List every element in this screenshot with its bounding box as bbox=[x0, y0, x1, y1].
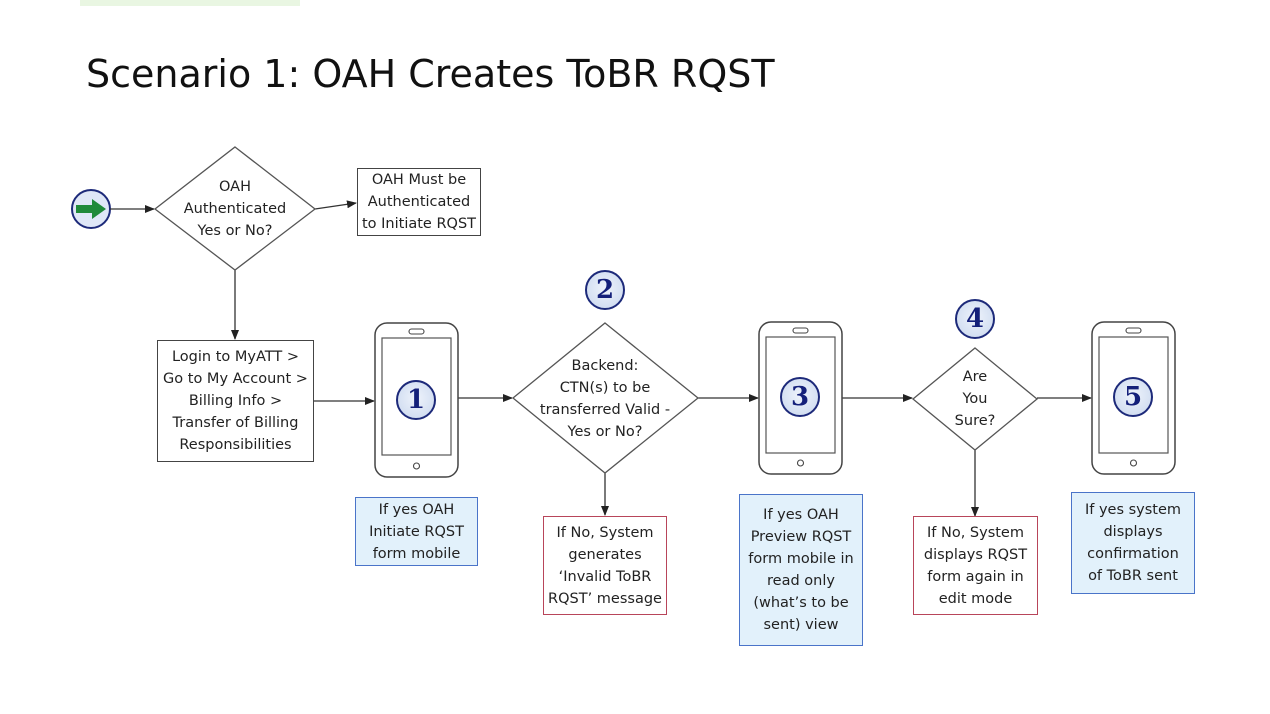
slide-title: Scenario 1: OAH Creates ToBR RQST bbox=[86, 52, 775, 96]
decision-backend-shape bbox=[511, 322, 700, 474]
phone-icon-3 bbox=[758, 321, 843, 475]
step-badge-3: 3 bbox=[780, 377, 820, 417]
yes-preview-box: If yes OAH Preview RQST form mobile in r… bbox=[739, 494, 863, 646]
start-arrow-icon bbox=[76, 199, 106, 219]
header-strip bbox=[80, 0, 300, 6]
step-badge-5: 5 bbox=[1113, 377, 1153, 417]
start-node bbox=[71, 189, 111, 229]
decision-sure-label: Are You Sure? bbox=[954, 369, 996, 429]
step-badge-1: 1 bbox=[396, 380, 436, 420]
step-badge-4: 4 bbox=[955, 299, 995, 339]
yes-confirm-box: If yes system displays confirmation of T… bbox=[1071, 492, 1195, 594]
decision-authenticated-shape bbox=[153, 146, 317, 271]
step-badge-2: 2 bbox=[585, 270, 625, 310]
phone-icon-5 bbox=[1091, 321, 1176, 475]
connector-decision-to-must-auth bbox=[314, 200, 357, 210]
must-authenticate-box: OAH Must be Authenticated to Initiate RQ… bbox=[357, 168, 481, 236]
decision-sure-shape bbox=[911, 347, 1039, 451]
decision-authenticated-label: OAH Authenticated Yes or No? bbox=[183, 179, 287, 239]
no-edit-box: If No, System displays RQST form again i… bbox=[913, 516, 1038, 615]
no-invalid-box: If No, System generates ‘Invalid ToBR RQ… bbox=[543, 516, 667, 615]
yes-initiate-box: If yes OAH Initiate RQST form mobile bbox=[355, 497, 478, 566]
decision-backend-label: Backend: CTN(s) to be transferred Valid … bbox=[539, 358, 671, 440]
login-path-box: Login to MyATT > Go to My Account > Bill… bbox=[157, 340, 314, 462]
